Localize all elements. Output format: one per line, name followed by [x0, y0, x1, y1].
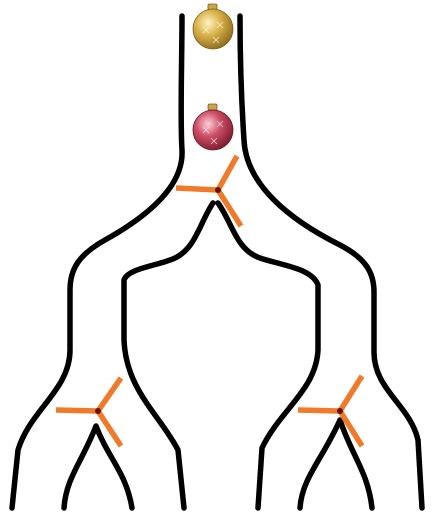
pipe-walls: [12, 16, 422, 508]
red-ornament-icon: [193, 104, 233, 150]
left-splitter-hub: [95, 408, 101, 414]
right-wedge-wall: [300, 420, 372, 508]
right-splitter-arm-up: [340, 376, 362, 411]
left-splitter-arm-up: [98, 378, 121, 411]
gold-ornament-icon: [193, 4, 233, 49]
right-splitter-arm-left: [298, 410, 340, 411]
left-wedge-wall: [64, 426, 132, 508]
left-splitter-arm-left: [56, 410, 98, 411]
red-ornament-ball: [193, 110, 233, 150]
top-splitter-arm-left: [176, 188, 218, 190]
top-splitter-hub: [215, 187, 221, 193]
inner-right-wall: [218, 203, 318, 508]
inner-left-wall: [124, 203, 213, 508]
left-splitter: [56, 378, 121, 446]
top-splitter-arm-up: [218, 156, 237, 190]
red-ornament-cap: [208, 104, 217, 110]
right-splitter-hub: [337, 408, 343, 414]
